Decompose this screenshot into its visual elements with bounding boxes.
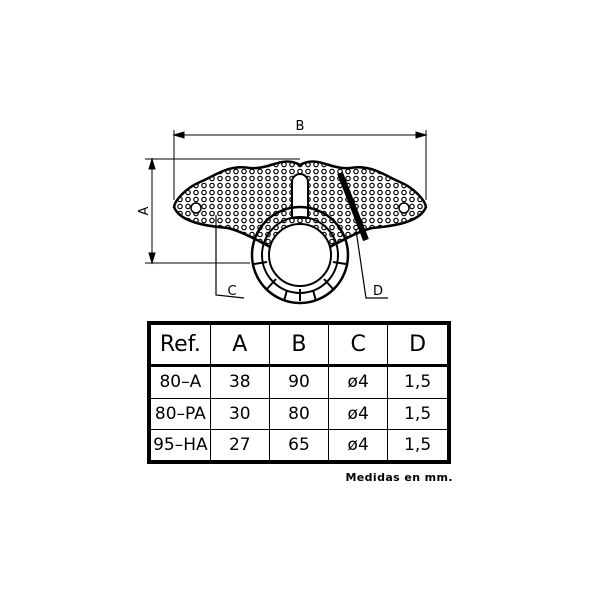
units-note: Medidas en mm. xyxy=(345,471,453,484)
table-row: 95–HA 27 65 ø4 1,5 xyxy=(151,428,447,460)
ring xyxy=(250,205,350,305)
dimension-b-label: B xyxy=(296,119,305,134)
cell-d: 1,5 xyxy=(387,365,447,399)
dimension-b xyxy=(172,130,428,200)
leader-c-label: C xyxy=(227,284,236,299)
spec-table-grid: Ref. A B C D 80–A 38 90 ø4 1,5 80–PA 30 … xyxy=(151,325,447,460)
spec-table: Ref. A B C D 80–A 38 90 ø4 1,5 80–PA 30 … xyxy=(147,321,451,464)
cell-b: 65 xyxy=(268,428,330,460)
technical-drawing: B A C xyxy=(137,119,428,305)
cell-c: ø4 xyxy=(328,428,389,460)
cell-ref: 80–PA xyxy=(151,397,211,430)
header-b: B xyxy=(268,325,330,367)
cell-b: 80 xyxy=(268,397,330,430)
table-header-row: Ref. A B C D xyxy=(151,325,447,367)
leader-d xyxy=(355,229,388,299)
cell-b: 90 xyxy=(268,365,330,399)
mounting-hole xyxy=(398,202,410,214)
cell-ref: 80–A xyxy=(151,365,211,399)
table-row: 80–A 38 90 ø4 1,5 xyxy=(151,365,447,399)
cell-a: 27 xyxy=(209,428,270,460)
cell-a: 38 xyxy=(209,365,270,399)
ring-notches xyxy=(253,261,347,302)
leader-c xyxy=(215,215,245,299)
cell-c: ø4 xyxy=(328,397,389,430)
header-c: C xyxy=(328,325,389,367)
cell-ref: 95–HA xyxy=(151,428,211,460)
dimension-a xyxy=(145,157,300,265)
header-a: A xyxy=(209,325,270,367)
header-ref: Ref. xyxy=(151,325,211,367)
leader-d-label: D xyxy=(373,284,383,299)
cell-d: 1,5 xyxy=(387,428,447,460)
mounting-hole xyxy=(190,202,202,214)
keyhole-slot xyxy=(291,173,309,219)
cell-a: 30 xyxy=(209,397,270,430)
cell-d: 1,5 xyxy=(387,397,447,430)
cell-c: ø4 xyxy=(328,365,389,399)
dimension-a-label: A xyxy=(137,206,152,215)
table-row: 80–PA 30 80 ø4 1,5 xyxy=(151,397,447,430)
section-line xyxy=(337,171,369,242)
header-d: D xyxy=(387,325,447,367)
